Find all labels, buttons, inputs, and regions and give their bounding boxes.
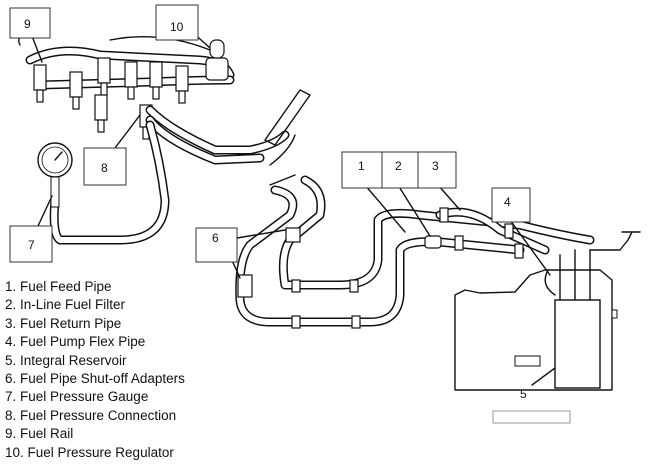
- legend-item: 6. Fuel Pipe Shut-off Adapters: [5, 371, 185, 387]
- fuel-rail-assembly: [18, 29, 235, 140]
- callout-9: 9: [24, 17, 31, 31]
- callout-2: 2: [395, 159, 402, 173]
- legend-item: 4. Fuel Pump Flex Pipe: [5, 334, 146, 350]
- callout-1: 1: [358, 159, 365, 173]
- legend-item: 5. Integral Reservoir: [5, 352, 127, 368]
- callout-4: 4: [504, 195, 511, 209]
- legend-item: 1. Fuel Feed Pipe: [5, 279, 112, 294]
- blank-label-box: [492, 410, 571, 424]
- callout-8: 8: [101, 161, 108, 175]
- legend-item: 9. Fuel Rail: [5, 426, 74, 442]
- fuel-pressure-gauge: [37, 142, 73, 208]
- fuel-tank: [454, 231, 641, 391]
- callout-6: 6: [212, 231, 219, 245]
- callout-3: 3: [432, 159, 439, 173]
- callouts: 9 10 8 7 6 1 2 3 4 5: [9, 4, 571, 424]
- callout-5: 5: [520, 387, 527, 401]
- legend: 1. Fuel Feed Pipe 2. In-Line Fuel Filter…: [5, 278, 185, 462]
- legend-item: 7. Fuel Pressure Gauge: [5, 389, 149, 405]
- legend-item: 3. Fuel Return Pipe: [5, 315, 122, 331]
- legend-item: 10. Fuel Pressure Regulator: [5, 444, 174, 460]
- fuel-lines: [49, 89, 595, 329]
- callout-10: 10: [170, 20, 184, 34]
- callout-7: 7: [28, 238, 35, 252]
- legend-item: 2. In-Line Fuel Filter: [5, 297, 126, 313]
- legend-item: 8. Fuel Pressure Connection: [5, 407, 177, 423]
